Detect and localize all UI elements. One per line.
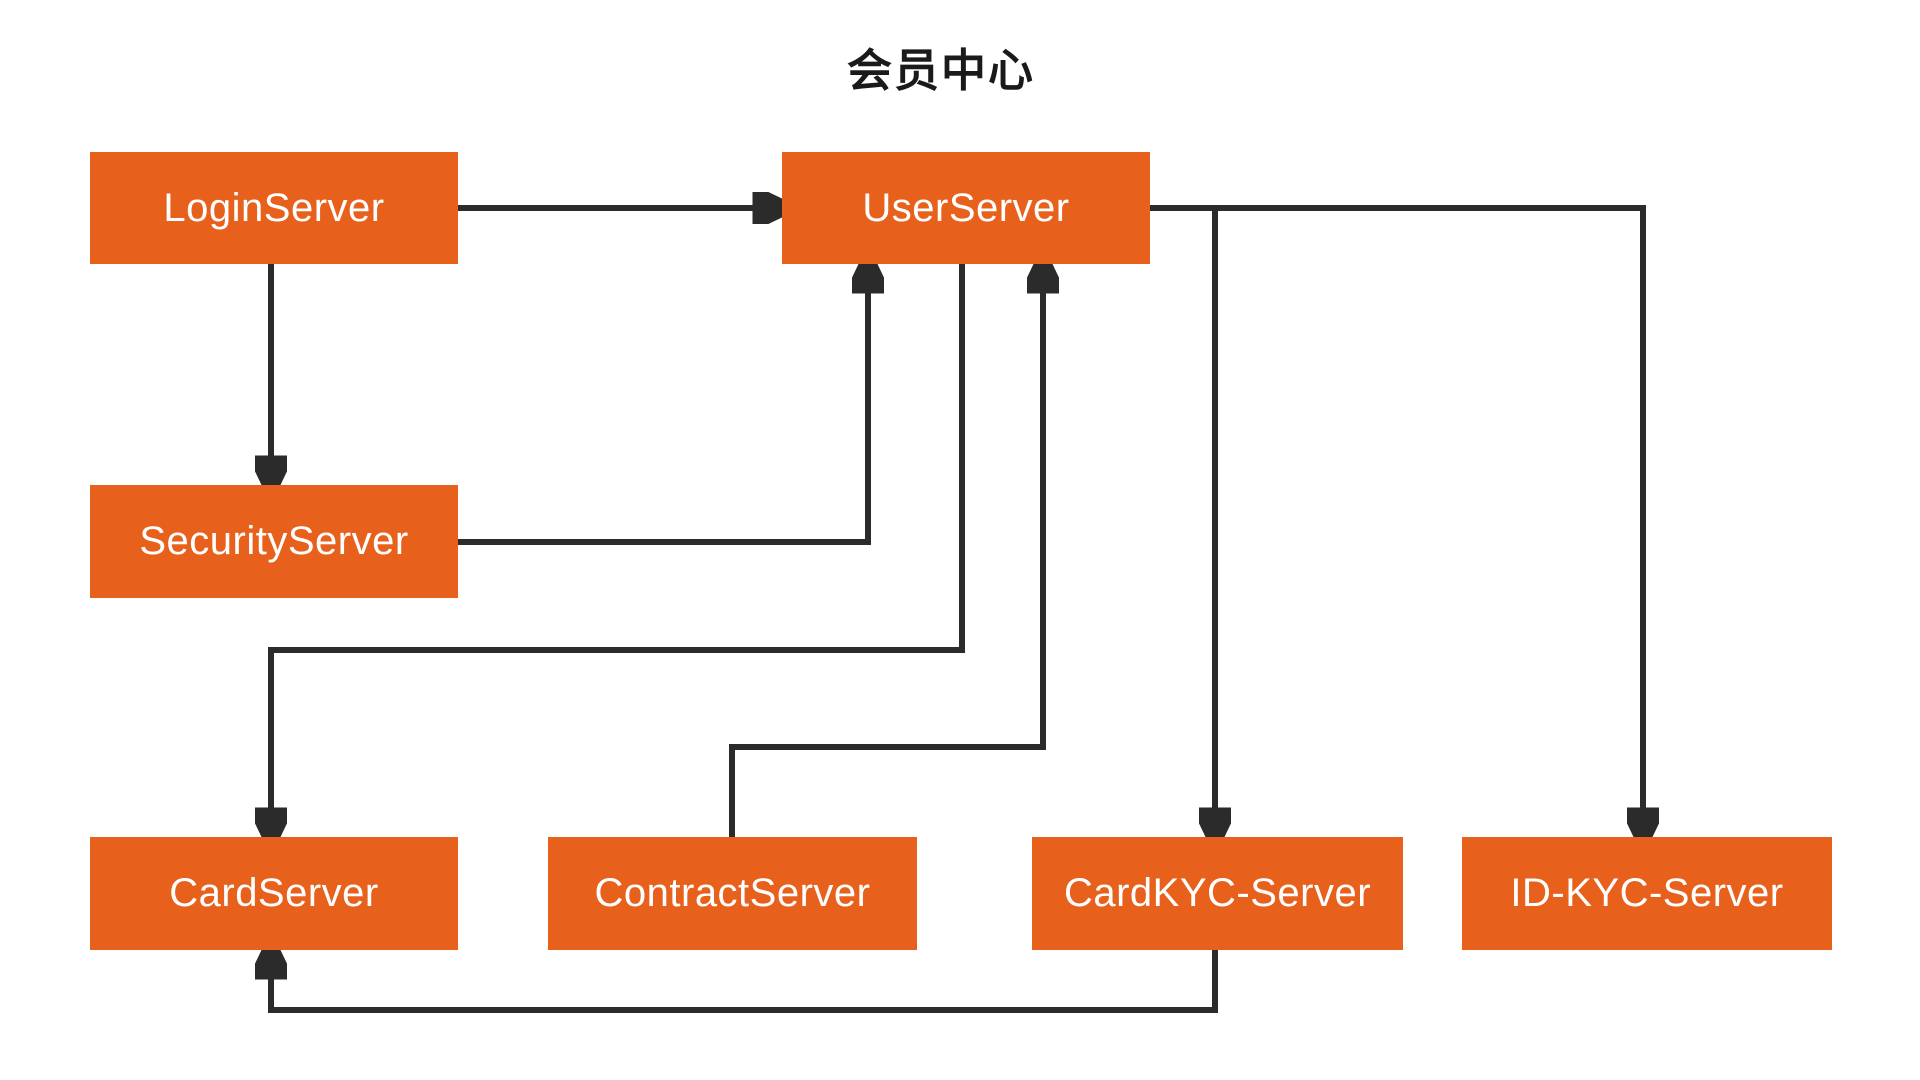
node-userserver-label: UserServer	[862, 185, 1070, 230]
node-cardserver: CardServer	[90, 837, 458, 950]
node-idkycserver: ID-KYC-Server	[1462, 837, 1832, 950]
edge-userserver-to-idkycserver	[1150, 205, 1643, 837]
edge-cardkycserver-to-cardserver	[271, 950, 1218, 1013]
node-cardkycserver-label: CardKYC-Server	[1063, 871, 1372, 915]
edge-securityserver-to-userserver	[458, 264, 868, 545]
node-cardkycserver: CardKYC-Server	[1032, 837, 1403, 950]
node-cardserver-label: CardServer	[169, 871, 379, 915]
node-securityserver-label: SecurityServer	[139, 519, 409, 563]
node-userserver: UserServer	[782, 152, 1150, 264]
diagram-title: 会员中心	[846, 45, 1035, 96]
node-securityserver: SecurityServer	[90, 485, 458, 598]
edge-userserver-to-cardserver	[271, 264, 965, 837]
node-loginserver: LoginServer	[90, 152, 458, 264]
node-loginserver-label: LoginServer	[163, 185, 385, 230]
node-contractserver-label: ContractServer	[594, 871, 871, 915]
edge-contractserver-to-userserver	[729, 264, 1043, 837]
node-idkycserver-label: ID-KYC-Server	[1510, 871, 1784, 915]
node-contractserver: ContractServer	[548, 837, 917, 950]
